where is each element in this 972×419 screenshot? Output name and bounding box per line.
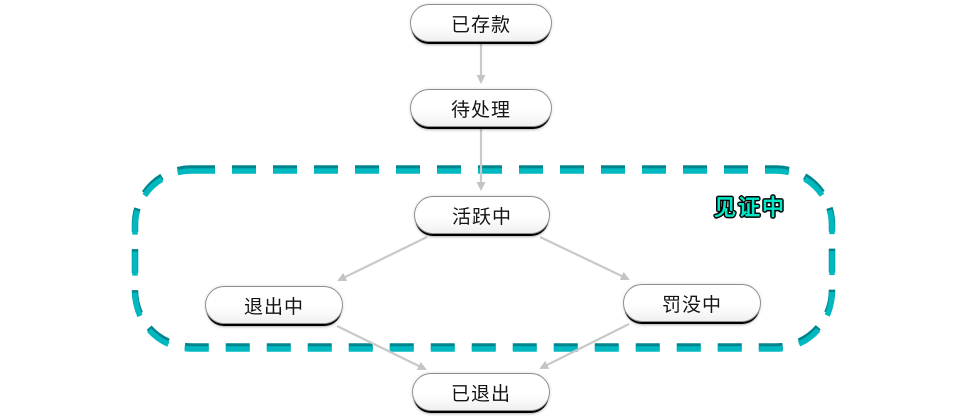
state-node-label: 待处理 xyxy=(450,98,511,121)
witnessing-group-label: 见证中 xyxy=(714,196,787,221)
state-node-exiting: 退出中 xyxy=(205,286,343,324)
state-node-exited: 已退出 xyxy=(412,373,550,411)
state-node-label: 已退出 xyxy=(450,382,511,405)
state-node-label: 退出中 xyxy=(243,295,304,318)
edge-active-to-slashing xyxy=(539,236,630,281)
edge-active-to-exiting xyxy=(337,236,428,281)
edge-slashing-to-exited xyxy=(539,323,630,369)
state-node-slashing: 罚没中 xyxy=(623,284,761,322)
state-node-label: 罚没中 xyxy=(661,293,722,316)
state-node-active: 活跃中 xyxy=(414,196,550,234)
state-node-deposited: 已存款 xyxy=(410,4,552,42)
edge-exiting-to-exited xyxy=(336,325,427,370)
state-node-pending: 待处理 xyxy=(410,89,552,127)
state-node-label: 已存款 xyxy=(450,13,511,36)
witnessing-group-border xyxy=(132,168,835,352)
state-node-label: 活跃中 xyxy=(451,205,512,228)
